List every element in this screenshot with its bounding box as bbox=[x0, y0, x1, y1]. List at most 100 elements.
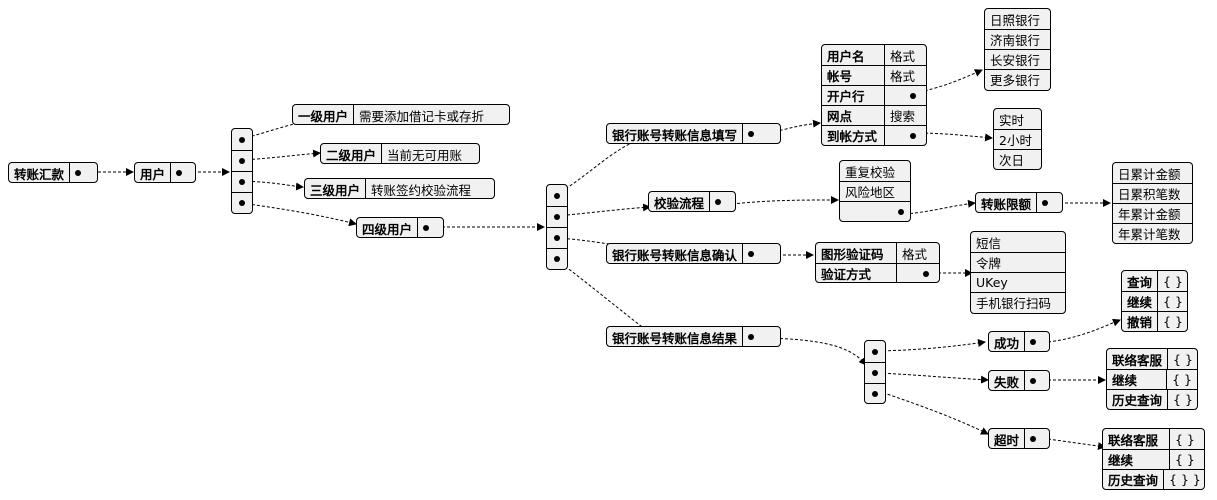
method-item: UKey bbox=[976, 275, 1008, 290]
edge-l4 bbox=[241, 202, 357, 227]
action-label: 继续 bbox=[1112, 373, 1138, 388]
action-value: { } bbox=[1167, 390, 1197, 409]
connector-dot-icon bbox=[748, 334, 755, 340]
connector-dot-icon bbox=[898, 208, 904, 215]
verify-method-list: 短信 令牌 UKey 手机银行扫码 bbox=[970, 231, 1066, 314]
action-value: { } bbox=[1157, 312, 1187, 331]
limit-label: 转账限额 bbox=[981, 196, 1032, 212]
verify-node: 校验流程 bbox=[648, 191, 736, 212]
edge-success bbox=[877, 339, 986, 352]
action-value: { } bbox=[1157, 292, 1187, 311]
field-label: 用户名 bbox=[827, 48, 865, 64]
connector-dot-icon bbox=[176, 170, 183, 176]
success-label: 成功 bbox=[994, 335, 1020, 351]
field-label: 帐号 bbox=[827, 69, 853, 84]
level-label: 三级用户 bbox=[310, 182, 361, 198]
confirm-node: 银行账号转账信息确认 bbox=[606, 243, 781, 264]
connector-dot-icon bbox=[75, 170, 82, 176]
level-note: 转账签约校验流程 bbox=[365, 179, 476, 198]
connector-dot-icon bbox=[1030, 436, 1037, 442]
level-label: 一级用户 bbox=[298, 108, 349, 124]
level-1-node: 一级用户 需要添加借记卡或存折 bbox=[292, 104, 510, 125]
action-label: 继续 bbox=[1108, 453, 1134, 468]
limit-list: 日累计金额 日累积笔数 年累计金额 年累计笔数 bbox=[1112, 162, 1193, 244]
field-value: 格式 bbox=[884, 45, 926, 65]
field-label: 图形验证码 bbox=[821, 246, 884, 262]
connector-dot-icon bbox=[910, 92, 916, 99]
timeout-label: 超时 bbox=[994, 432, 1020, 448]
method-item: 令牌 bbox=[976, 256, 1002, 271]
action-label: 查询 bbox=[1127, 274, 1153, 290]
result-label: 银行账号转账信息结果 bbox=[612, 330, 738, 346]
edge-fail bbox=[877, 372, 989, 384]
confirm-fields-table: 图形验证码格式 验证方式 bbox=[815, 242, 940, 283]
result-node: 银行账号转账信息结果 bbox=[606, 326, 781, 347]
action-value: { } bbox=[1167, 349, 1197, 369]
field-label: 到帐方式 bbox=[827, 129, 878, 144]
connector-dot-icon bbox=[1030, 339, 1037, 345]
connector-dot-icon bbox=[239, 158, 245, 164]
connector-dot-icon bbox=[239, 200, 245, 206]
bank-list: 日照银行 济南银行 长安银行 更多银行 bbox=[984, 8, 1051, 91]
connector-dot-icon bbox=[554, 192, 560, 199]
verify-item: 风险地区 bbox=[845, 185, 896, 200]
method-item: 手机银行扫码 bbox=[976, 296, 1052, 311]
action-label: 撤销 bbox=[1127, 315, 1153, 330]
field-value: 格式 bbox=[896, 243, 939, 263]
limit-item: 日累积笔数 bbox=[1118, 187, 1181, 202]
fail-actions: 联络客服{ } 继续{ } 历史查询{ } bbox=[1106, 348, 1198, 410]
edge-hub-confirm bbox=[556, 237, 641, 252]
action-label: 历史查询 bbox=[1108, 473, 1159, 488]
fill-label: 银行账号转账信息填写 bbox=[612, 127, 738, 143]
connector-dot-icon bbox=[748, 251, 755, 257]
edge-l2 bbox=[241, 149, 321, 161]
bank-item: 日照银行 bbox=[990, 12, 1041, 28]
timeout-node: 超时 bbox=[988, 428, 1050, 449]
action-label: 继续 bbox=[1127, 295, 1153, 310]
level-note: 需要添加借记卡或存折 bbox=[353, 105, 489, 124]
bank-item: 长安银行 bbox=[990, 53, 1041, 68]
field-value: 格式 bbox=[884, 66, 926, 85]
result-hub bbox=[864, 340, 886, 404]
level-4-node: 四级用户 bbox=[356, 217, 444, 238]
action-value: { } } bbox=[1163, 470, 1204, 489]
connector-dot-icon bbox=[748, 131, 755, 137]
fill-fields-table: 用户名格式 帐号格式 开户行 网点搜索 到帐方式 bbox=[821, 44, 927, 146]
connector-dot-icon bbox=[872, 348, 878, 355]
edge-success-list bbox=[1047, 318, 1121, 343]
verify-item: 重复校验 bbox=[845, 164, 896, 180]
level-2-node: 二级用户 当前无可用账 bbox=[320, 143, 480, 164]
fail-label: 失败 bbox=[994, 374, 1020, 390]
limit-item: 年累计笔数 bbox=[1118, 227, 1181, 242]
field-label: 开户行 bbox=[827, 89, 865, 104]
edge-timeout bbox=[877, 390, 989, 435]
action-label: 联络客服 bbox=[1108, 432, 1159, 448]
connector-dot-icon bbox=[715, 199, 722, 205]
bank-item: 济南银行 bbox=[990, 33, 1041, 48]
connector-dot-icon bbox=[872, 370, 878, 376]
edge-fill-table bbox=[769, 119, 821, 134]
edge-hub-verify bbox=[556, 203, 651, 217]
action-value: { } bbox=[1169, 429, 1204, 449]
level-label: 二级用户 bbox=[326, 147, 377, 163]
arrival-list: 实时 2小时 次日 bbox=[993, 108, 1042, 170]
field-label: 验证方式 bbox=[821, 267, 872, 282]
limit-item: 日累计金额 bbox=[1118, 166, 1181, 182]
level-hub bbox=[231, 128, 253, 214]
action-label: 联络客服 bbox=[1112, 352, 1163, 368]
connector-dot-icon bbox=[872, 391, 878, 397]
method-item: 短信 bbox=[976, 235, 1002, 251]
flow-hub bbox=[546, 184, 568, 270]
connector-dot-icon bbox=[423, 225, 430, 231]
action-value: { } bbox=[1169, 450, 1204, 469]
edge-timeout-list bbox=[1047, 438, 1106, 450]
edge-result-hub bbox=[769, 337, 867, 366]
timeout-actions: 联络客服 { } 继续 { } 历史查询 { } } bbox=[1102, 428, 1205, 490]
verify-label: 校验流程 bbox=[654, 195, 705, 211]
connector-dot-icon bbox=[554, 256, 560, 262]
action-value: { } bbox=[1157, 271, 1187, 291]
success-node: 成功 bbox=[988, 331, 1050, 352]
field-value: 搜索 bbox=[884, 106, 926, 125]
verify-items: 重复校验 风险地区 bbox=[839, 160, 911, 222]
connector-dot-icon bbox=[1030, 378, 1037, 384]
